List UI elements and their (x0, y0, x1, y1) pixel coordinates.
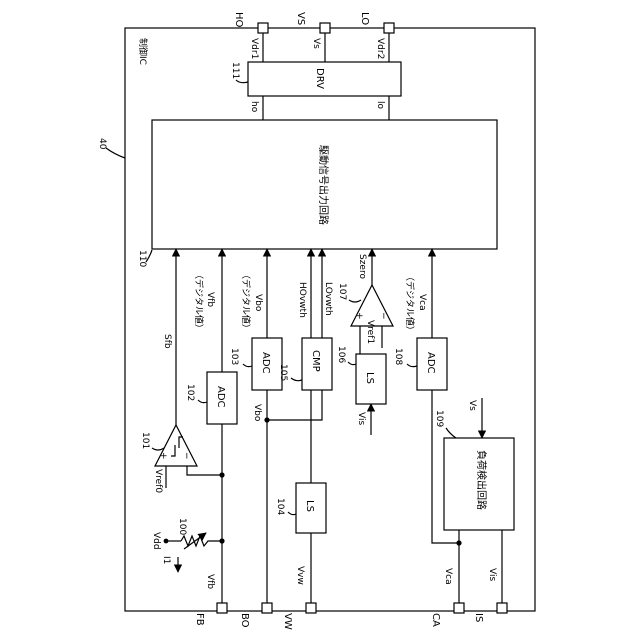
pin-is: IS (473, 603, 507, 622)
ls-106-ref: 106 (336, 346, 346, 363)
svg-text:VW: VW (282, 613, 293, 630)
label-vs-load: Vs (467, 400, 477, 411)
pin-bo: BO (239, 603, 272, 628)
svg-text:LO: LO (359, 12, 370, 25)
label-szero: Szero (357, 254, 367, 279)
ref-ic-leader (106, 148, 125, 158)
label-vfb-low: Vfb (205, 574, 215, 589)
svg-text:ADC: ADC (425, 352, 436, 374)
label-vvw: Vvw (295, 566, 305, 585)
pin-fb: FB (194, 603, 227, 626)
label-hovwth: HOvwth (297, 282, 307, 318)
pin-ho: HO (233, 12, 268, 33)
pin-vw: VW (282, 603, 316, 630)
svg-text:CMP: CMP (310, 350, 321, 372)
label-vdr2: Vdr2 (375, 38, 385, 59)
label-digital-ca: （デジタル値） (404, 272, 416, 335)
svg-text:ADC: ADC (260, 352, 271, 374)
label-vbo: Vbo (253, 294, 263, 312)
svg-text:+: + (158, 452, 168, 460)
svg-text:BO: BO (239, 613, 250, 628)
label-vref1: Vref1 (365, 320, 375, 344)
label-vdd: Vdd (151, 532, 161, 550)
svg-text:IS: IS (473, 613, 484, 622)
drv-ref: 111 (230, 62, 240, 79)
load-detect-label: 負荷検出回路 (475, 450, 488, 510)
svg-text:VS: VS (295, 12, 306, 25)
label-i1: I1 (161, 556, 171, 564)
svg-text:−: − (181, 452, 191, 460)
adc-102-ref: 102 (185, 384, 195, 401)
svg-text:−: − (378, 312, 388, 320)
svg-text:ADC: ADC (215, 386, 226, 408)
label-vca: Vca (417, 294, 427, 311)
label-vca-low: Vca (443, 568, 453, 585)
svg-text:+: + (354, 312, 364, 320)
ref-ic: 40 (97, 138, 107, 150)
label-vfb-high: Vfb (205, 292, 215, 307)
pin-lo: LO (359, 12, 394, 33)
svg-text:CA: CA (430, 613, 441, 627)
adc-108-ref: 108 (393, 348, 403, 365)
cmp-105-ref: 105 (278, 364, 288, 381)
load-detect-ref: 109 (434, 410, 444, 427)
label-vs-top: Vs (311, 38, 321, 49)
label-digital-fb: （デジタル値） (193, 270, 205, 333)
label-digital-bo: （デジタル値） (240, 270, 252, 333)
ls-104-ref: 104 (275, 498, 285, 515)
resistor-ref: 100 (177, 518, 187, 535)
svg-text:LS: LS (364, 372, 375, 384)
pin-vs: VS (295, 12, 330, 33)
drive-signal-output-label: 駆動信号出力回路 (317, 145, 330, 225)
svg-text:LS: LS (304, 500, 315, 512)
label-lovwth: LOvwth (323, 282, 333, 316)
drv-label: DRV (314, 68, 325, 89)
ref-110: 110 (137, 250, 147, 267)
ic-label: 制御IC (137, 38, 149, 65)
label-vref0: Vref0 (153, 469, 163, 493)
label-vis-ls: Vis (356, 412, 366, 425)
comparator-101 (155, 425, 197, 466)
label-vbo-in: Vbo (252, 404, 262, 422)
label-vdr1: Vdr1 (249, 38, 259, 59)
svg-text:HO: HO (233, 12, 244, 28)
label-ho-drv: ho (249, 101, 259, 113)
adc-103-ref: 103 (229, 348, 239, 365)
comparator-107-ref: 107 (337, 283, 347, 300)
svg-text:FB: FB (194, 613, 205, 626)
label-sfb: Sfb (162, 334, 172, 349)
comparator-101-ref: 101 (140, 432, 150, 449)
pin-ca: CA (430, 603, 464, 627)
label-vis-low: Vis (487, 568, 497, 581)
label-lo-drv: lo (375, 101, 385, 110)
